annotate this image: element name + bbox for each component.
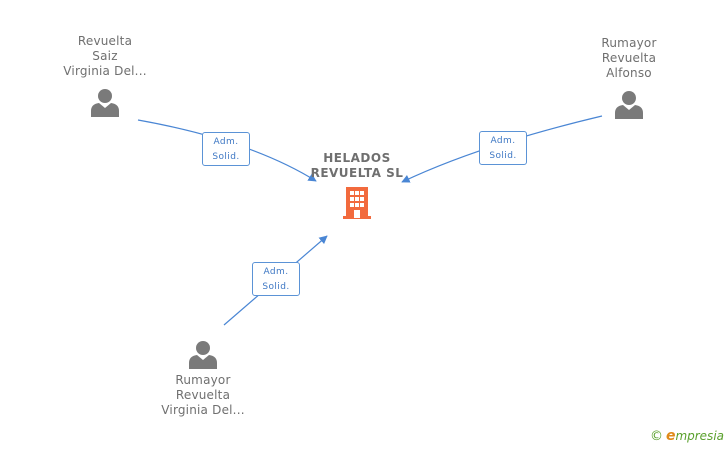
- person-icon: [91, 89, 119, 117]
- edge-role-line: Adm.: [490, 136, 516, 146]
- company-name: HELADOS REVUELTA SL: [287, 151, 427, 181]
- name-line: Rumayor: [175, 373, 231, 387]
- person-name: Rumayor Revuelta Alfonso: [559, 36, 699, 81]
- brand-initial: e: [665, 428, 676, 444]
- person-name: Rumayor Revuelta Virginia Del...: [133, 373, 273, 418]
- edge-label-top-left[interactable]: Adm. Solid.: [202, 132, 250, 166]
- edge-role-line: Solid.: [212, 152, 240, 162]
- name-line: Revuelta: [175, 388, 231, 402]
- brand-name: mpresia: [675, 429, 724, 443]
- name-line: Virginia Del...: [161, 403, 245, 417]
- person-node-revuelta-saiz[interactable]: Revuelta Saiz Virginia Del...: [35, 34, 175, 117]
- edge-role-line: Solid.: [489, 151, 517, 161]
- person-node-rumayor-alfonso[interactable]: Rumayor Revuelta Alfonso: [559, 36, 699, 119]
- edge-role-line: Solid.: [262, 282, 290, 292]
- company-node-helados-revuelta[interactable]: HELADOS REVUELTA SL: [287, 151, 427, 220]
- edge-label-top-right[interactable]: Adm. Solid.: [479, 131, 527, 165]
- edge-label-bottom[interactable]: Adm. Solid.: [252, 262, 300, 296]
- edge-role-line: Adm.: [263, 267, 289, 277]
- person-icon: [189, 341, 217, 369]
- name-line: Saiz: [92, 49, 118, 63]
- name-line: Virginia Del...: [63, 64, 147, 78]
- name-line: Rumayor: [601, 36, 657, 50]
- building-icon: [343, 187, 371, 219]
- name-line: Alfonso: [606, 66, 652, 80]
- person-icon: [615, 91, 643, 119]
- person-name: Revuelta Saiz Virginia Del...: [35, 34, 175, 79]
- person-node-rumayor-virginia[interactable]: Rumayor Revuelta Virginia Del...: [133, 339, 273, 418]
- name-line: REVUELTA SL: [310, 166, 404, 180]
- name-line: Revuelta: [601, 51, 657, 65]
- name-line: Revuelta: [77, 34, 133, 48]
- name-line: HELADOS: [323, 151, 391, 165]
- empresia-logo[interactable]: ©empresia: [650, 428, 724, 444]
- edge-role-line: Adm.: [213, 137, 239, 147]
- copyright-symbol: ©: [649, 429, 663, 444]
